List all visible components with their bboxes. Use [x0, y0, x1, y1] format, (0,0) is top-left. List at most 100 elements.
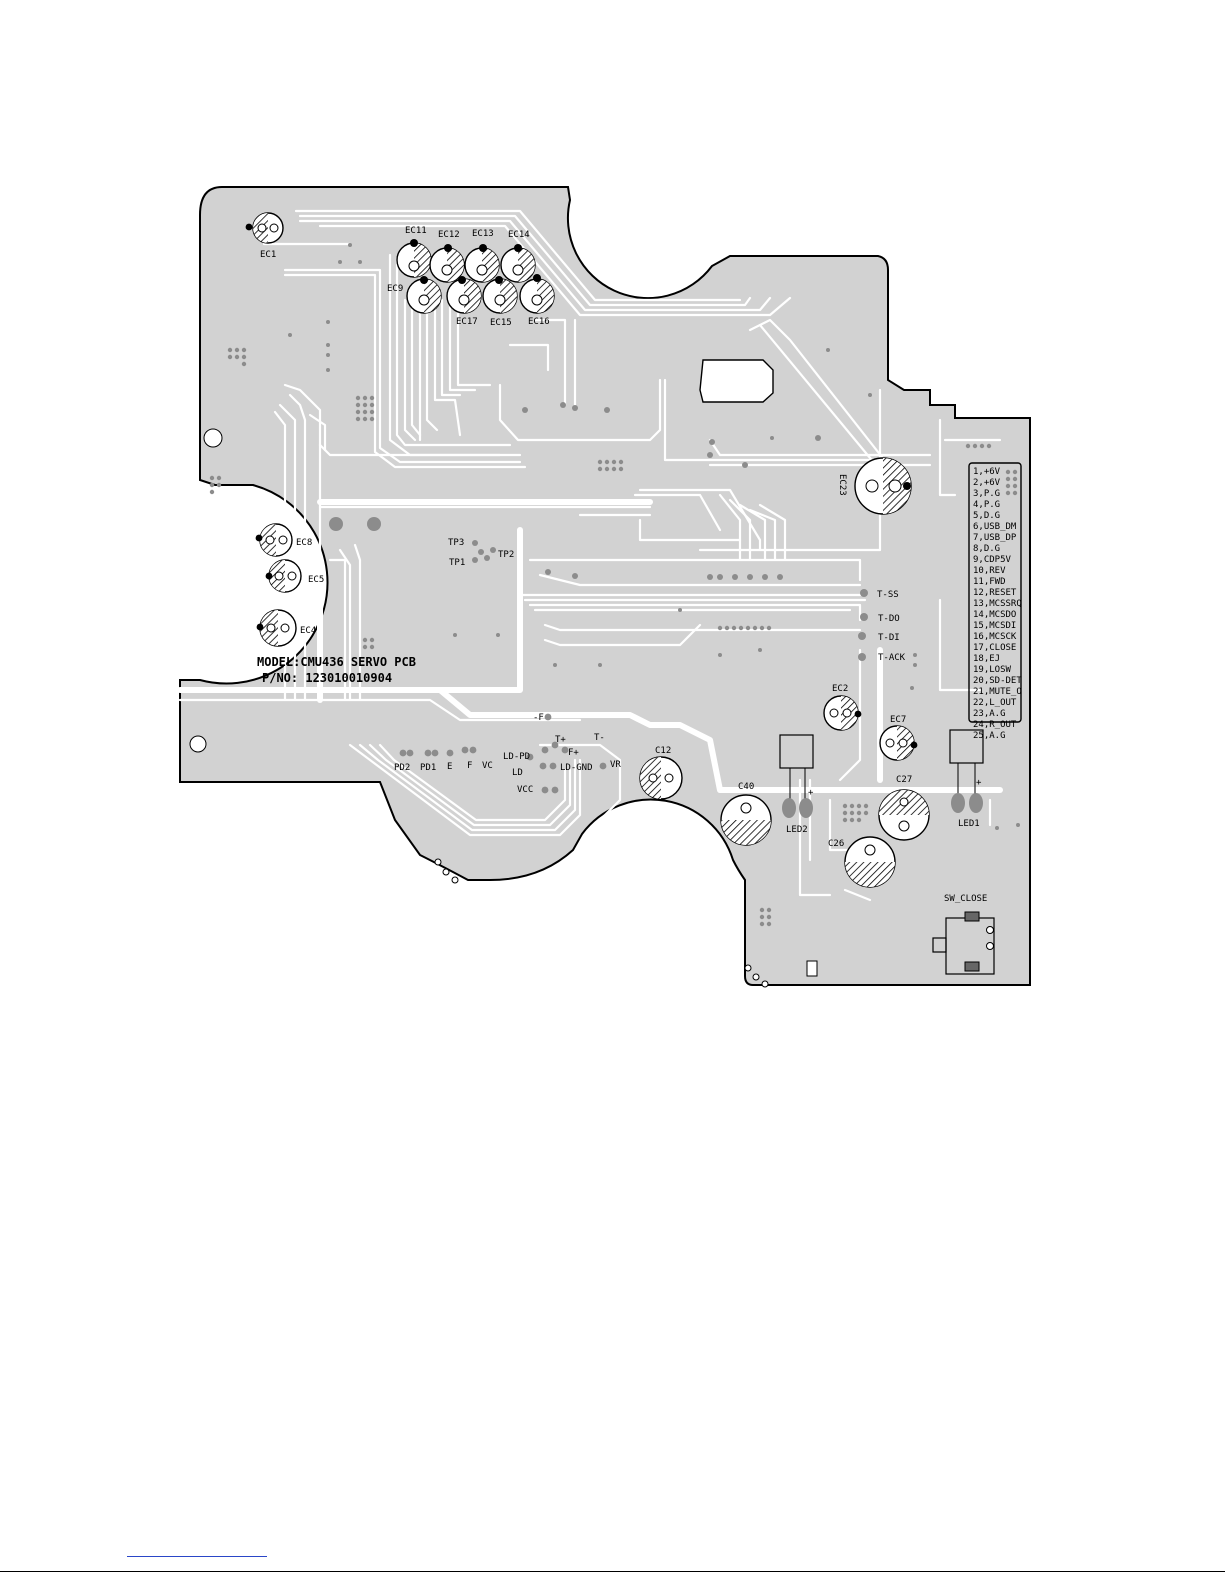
- capacitor-ec16: [519, 274, 555, 314]
- cap-label-ec8: EC8: [296, 538, 312, 548]
- cap-label-c27: C27: [896, 775, 912, 785]
- f-minus-label: -F: [533, 713, 544, 723]
- pin-label: 8,D.G: [973, 544, 1000, 554]
- pd1-label: PD1: [420, 763, 436, 773]
- pd2-label: PD2: [394, 763, 410, 773]
- led1-footprint: [949, 729, 984, 813]
- pin-label: 13,MCSSRQ: [973, 599, 1022, 609]
- cap-label-ec15: EC15: [490, 318, 512, 328]
- pin-label: 15,MCSDI: [973, 621, 1016, 631]
- cap-label-ec7: EC7: [890, 715, 906, 725]
- capacitor-ec1: [245, 212, 284, 244]
- led2-polarity: +: [808, 788, 814, 798]
- cap-label-c40: C40: [738, 782, 754, 792]
- t-ack-label: T-ACK: [878, 653, 906, 663]
- capacitor-c26: [844, 836, 896, 888]
- cap-label-ec14: EC14: [508, 230, 530, 240]
- connector-pin-labels: 1,+6V 2,+6V 3,P.G 4,P.G 5,D.G 6,USB_DM 7…: [973, 467, 1022, 741]
- tp2-label: TP2: [498, 550, 514, 560]
- pin-label: 1,+6V: [973, 467, 1001, 477]
- capacitor-ec11: [396, 239, 432, 278]
- pin-label: 19,LOSW: [973, 665, 1012, 675]
- pin-label: 6,USB_DM: [973, 522, 1017, 532]
- pin-label: 9,CDP5V: [973, 555, 1012, 565]
- led1-label: LED1: [958, 819, 980, 829]
- capacitor-ec4: [256, 609, 297, 647]
- vcc-label: VCC: [517, 785, 533, 795]
- cap-label-ec23: EC23: [837, 474, 847, 496]
- capacitor-c40: [720, 794, 772, 846]
- cap-label-ec16: EC16: [528, 317, 550, 327]
- capacitor-ec12: [429, 244, 465, 283]
- pin-label: 23,A.G: [973, 709, 1006, 719]
- led2-footprint: [779, 734, 814, 818]
- capacitor-ec2: [823, 695, 862, 731]
- capacitor-ec13: [464, 244, 500, 283]
- cap-label-ec5: EC5: [308, 575, 324, 585]
- via-array: [209, 243, 1020, 927]
- servo-test-pads: [858, 589, 868, 661]
- ld-gnd-label: LD-GND: [560, 763, 593, 773]
- cap-label-ec1: EC1: [260, 250, 276, 260]
- board-title: MODEL:CMU436 SERVO PCB P/NO: 12301001090…: [257, 655, 416, 685]
- page-bottom-rule: [0, 1571, 1225, 1572]
- capacitor-c27: [878, 789, 930, 841]
- test-point-cluster: [472, 540, 496, 563]
- board-cutout: [699, 359, 774, 403]
- pin-label: 5,D.G: [973, 511, 1000, 521]
- capacitor-ec8: [255, 523, 293, 557]
- ld-label: LD: [512, 768, 523, 778]
- led2-label: LED2: [786, 825, 808, 835]
- copper-traces: [177, 209, 1003, 902]
- capacitor-ec5: [265, 559, 302, 593]
- led1-polarity: +: [976, 778, 982, 788]
- vr-label: VR: [610, 760, 621, 770]
- t-do-label: T-DO: [878, 614, 900, 624]
- pin-label: 21,MUTE_O: [973, 687, 1022, 697]
- footer-link-underline: [127, 1556, 267, 1557]
- cap-label-ec13: EC13: [472, 229, 494, 239]
- capacitor-ec7: [879, 725, 918, 761]
- pin-label: 2,+6V: [973, 478, 1001, 488]
- pickup-pads: [399, 713, 607, 794]
- edge-holes: [434, 858, 769, 988]
- capacitor-footprints: [245, 212, 930, 888]
- t-plus-label: T+: [555, 735, 566, 745]
- e-label: E: [447, 762, 452, 772]
- pickup-labels: -F T+ T- F+ LD-PD LD LD-GND VR VCC PD2 P…: [394, 713, 621, 795]
- pin-label: 20,SD-DET: [973, 676, 1022, 686]
- capacitor-ec14: [500, 244, 536, 283]
- cap-label-c12: C12: [655, 746, 671, 756]
- model-text: MODEL:CMU436 SERVO PCB: [257, 655, 416, 669]
- t-di-label: T-DI: [878, 633, 900, 643]
- pin-label: 14,MCSDO: [973, 610, 1016, 620]
- vc-label: VC: [482, 761, 493, 771]
- ld-pd-label: LD-PD: [503, 752, 530, 762]
- t-ss-label: T-SS: [877, 590, 899, 600]
- cap-label-ec17: EC17: [456, 317, 478, 327]
- t-minus-label: T-: [594, 733, 605, 743]
- pin-label: 18,EJ: [973, 654, 1000, 664]
- pin-label: 10,REV: [973, 566, 1006, 576]
- tp3-label: TP3: [448, 538, 464, 548]
- capacitor-labels: EC1 EC11 EC12 EC13 EC14 EC9 EC17 EC15 EC…: [260, 226, 912, 849]
- cap-label-ec12: EC12: [438, 230, 460, 240]
- f-label: F: [467, 761, 472, 771]
- cap-label-ec11: EC11: [405, 226, 427, 236]
- pin-label: 22,L_OUT: [973, 698, 1017, 708]
- part-number-text: P/NO: 123010010904: [262, 671, 392, 685]
- cap-label-ec2: EC2: [832, 684, 848, 694]
- pin-label: 3,P.G: [973, 489, 1000, 499]
- led-labels: LED2 LED1 + +: [786, 778, 982, 835]
- switch-label: SW_CLOSE: [944, 894, 987, 904]
- capacitor-c12: [639, 756, 683, 800]
- tp1-label: TP1: [449, 558, 465, 568]
- pin-label: 7,USB_DP: [973, 533, 1017, 543]
- servo-labels: T-SS T-DO T-DI T-ACK: [877, 590, 906, 663]
- pin-label: 4,P.G: [973, 500, 1000, 510]
- capacitor-ec15: [482, 276, 518, 314]
- f-plus-label: F+: [568, 748, 579, 758]
- pin-label: 24,R_OUT: [973, 720, 1017, 730]
- connector-outline: [968, 462, 1022, 723]
